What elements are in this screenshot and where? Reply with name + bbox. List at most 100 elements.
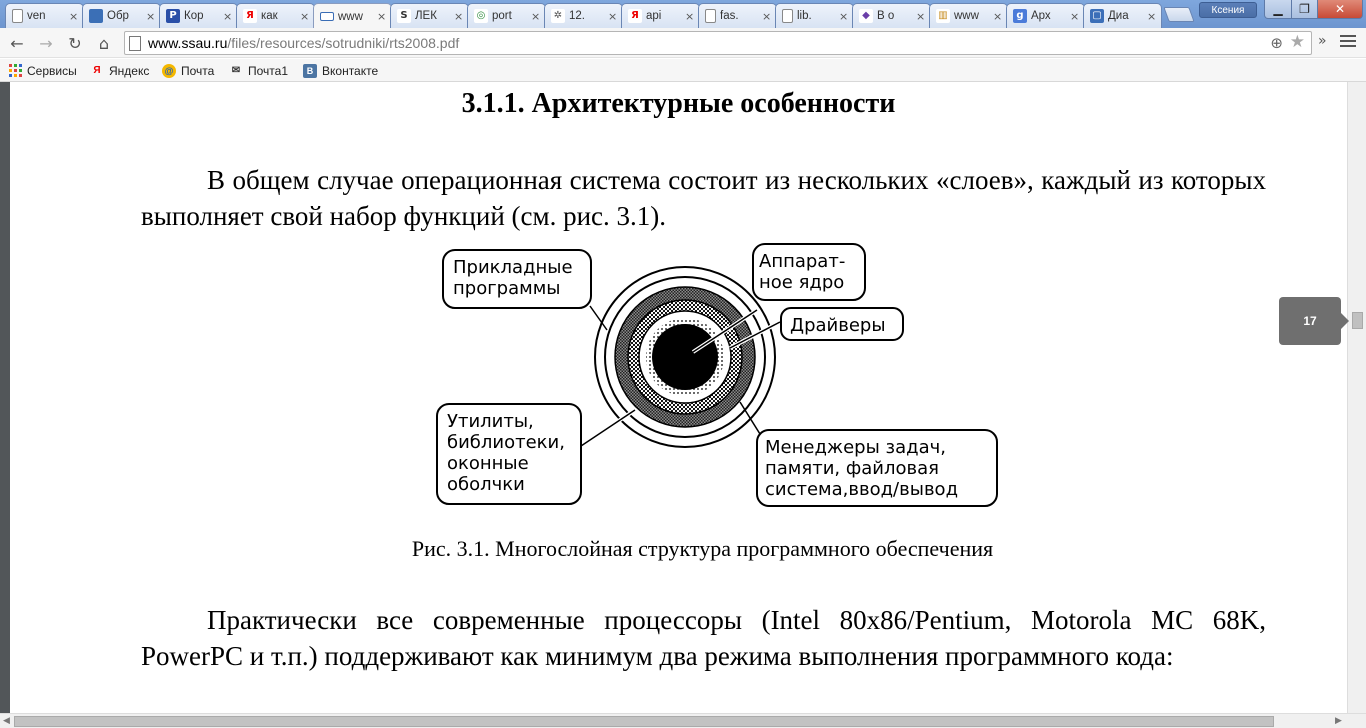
drivers-box bbox=[780, 307, 904, 341]
tab-title: port bbox=[492, 10, 512, 22]
tab-1[interactable]: Обр × bbox=[82, 3, 161, 28]
close-tab-icon[interactable]: × bbox=[146, 9, 156, 23]
applied-programs-box bbox=[442, 249, 592, 309]
zoom-icon[interactable]: ⊕ bbox=[1270, 34, 1283, 52]
tab-7[interactable]: ✲ 12. × bbox=[544, 3, 623, 28]
bookmark-services[interactable]: Сервисы bbox=[8, 62, 77, 79]
kernel-box bbox=[752, 243, 866, 301]
tab-title: 12. bbox=[569, 10, 585, 22]
bookmark-vkontakte[interactable]: B Вконтакте bbox=[303, 62, 378, 79]
page-number: 17 bbox=[1303, 314, 1317, 328]
close-tab-icon[interactable]: × bbox=[993, 9, 1003, 23]
close-tab-icon[interactable]: × bbox=[69, 9, 79, 23]
close-tab-icon[interactable]: × bbox=[1070, 9, 1080, 23]
reload-button[interactable]: ↻ bbox=[64, 32, 86, 54]
yandex-icon: Я bbox=[93, 65, 101, 76]
close-tab-icon[interactable]: × bbox=[300, 9, 310, 23]
tab-title: Обр bbox=[107, 10, 129, 22]
tab-6[interactable]: ◎ port × bbox=[467, 3, 546, 28]
globe-icon: ◎ bbox=[474, 9, 488, 23]
extensions-overflow-icon[interactable]: » bbox=[1318, 33, 1327, 49]
scroll-left-arrow-icon[interactable]: ◀ bbox=[3, 716, 10, 726]
new-tab-button[interactable] bbox=[1163, 7, 1195, 22]
apps-grid-icon bbox=[8, 64, 22, 78]
back-button[interactable]: ← bbox=[6, 32, 28, 54]
tab-title: api bbox=[646, 10, 662, 22]
bookmarks-bar: Сервисы Я Яндекс @Почта ✉Почта1 B Вконтакт… bbox=[0, 59, 1366, 82]
tab-11[interactable]: ◆В о× bbox=[852, 3, 931, 28]
label-utilities-2: библиотеки, bbox=[447, 432, 565, 453]
paragraph-1: В общем случае операционная система сост… bbox=[141, 165, 1266, 231]
chat-icon: ▢ bbox=[1090, 9, 1104, 23]
close-window-button[interactable]: ✕ bbox=[1317, 0, 1363, 19]
document-icon bbox=[12, 9, 23, 23]
close-tab-icon[interactable]: × bbox=[531, 9, 541, 23]
document-icon bbox=[782, 9, 793, 23]
bookmark-star-icon[interactable]: ★ bbox=[1289, 32, 1305, 52]
home-button[interactable]: ⌂ bbox=[93, 32, 115, 54]
yandex-icon: Я bbox=[628, 9, 642, 23]
tab-9[interactable]: fas. × bbox=[698, 3, 777, 28]
tab-title: fas. bbox=[720, 10, 739, 22]
label-managers-2: памяти, файловая bbox=[765, 458, 939, 479]
close-tab-icon[interactable]: × bbox=[377, 10, 387, 23]
scroll-right-arrow-icon[interactable]: ▶ bbox=[1335, 716, 1342, 726]
vk-icon: B bbox=[303, 63, 317, 78]
layered-structure-figure: Прикладные программы Аппарат- ное ядро Д… bbox=[436, 243, 998, 507]
close-tab-icon[interactable]: × bbox=[762, 9, 772, 23]
bookmark-label: Яндекс bbox=[109, 63, 150, 78]
tab-title: Кор bbox=[184, 10, 204, 22]
profile-name: Ксения bbox=[1211, 4, 1245, 16]
close-tab-icon[interactable]: × bbox=[454, 9, 464, 23]
tab-0[interactable]: ven× bbox=[5, 3, 84, 28]
managers-box bbox=[756, 429, 998, 507]
close-tab-icon[interactable]: × bbox=[223, 9, 233, 23]
tab-title: lib. bbox=[797, 10, 812, 22]
tab-4[interactable]: www× bbox=[313, 3, 392, 29]
bookmark-yandex[interactable]: Я Яндекс bbox=[90, 62, 149, 79]
label-kernel-2: ное ядро bbox=[759, 272, 844, 293]
utilities-box bbox=[436, 403, 582, 505]
url-text[interactable]: www.ssau.ru/files/resources/sotrudniki/r… bbox=[148, 35, 459, 51]
bookmark-mail1[interactable]: ✉Почта1 bbox=[229, 62, 288, 79]
minimize-button[interactable]: ▁ bbox=[1264, 0, 1292, 19]
leaf-icon: ✲ bbox=[551, 9, 565, 23]
tab-10[interactable]: lib. × bbox=[775, 3, 854, 28]
url-host: www.ssau.ru bbox=[148, 35, 228, 51]
tab-14[interactable]: ▢ Диа × bbox=[1083, 3, 1162, 28]
horizontal-scroll-thumb[interactable] bbox=[14, 716, 1274, 727]
tab-2[interactable]: P Кор × bbox=[159, 3, 238, 28]
vertical-scrollbar[interactable] bbox=[1347, 82, 1366, 713]
tab-12[interactable]: ▥www× bbox=[929, 3, 1008, 28]
bookmark-label: Почта bbox=[181, 63, 215, 78]
p-icon: P bbox=[166, 9, 180, 23]
forward-button[interactable]: → bbox=[35, 32, 57, 54]
pdf-viewer: 3.1.1. Архитектурные особенности В общем… bbox=[0, 82, 1366, 728]
document-icon bbox=[705, 9, 716, 23]
close-tab-icon[interactable]: × bbox=[685, 9, 695, 23]
close-tab-icon[interactable]: × bbox=[608, 9, 618, 23]
bookmark-mail[interactable]: @Почта bbox=[162, 62, 214, 79]
profile-button[interactable]: Ксения bbox=[1199, 2, 1257, 18]
chart-icon: ▥ bbox=[936, 9, 950, 23]
close-tab-icon[interactable]: × bbox=[916, 9, 926, 23]
horizontal-scrollbar[interactable]: ◀ ▶ bbox=[0, 713, 1366, 728]
reload-icon: ↻ bbox=[68, 33, 82, 53]
label-managers-3: система,ввод/вывод bbox=[765, 479, 958, 500]
close-tab-icon[interactable]: × bbox=[1147, 9, 1157, 23]
s-icon: S bbox=[397, 9, 411, 23]
close-tab-icon[interactable]: × bbox=[839, 9, 849, 23]
label-utilities-3: оконные bbox=[447, 453, 529, 474]
address-bar[interactable]: www.ssau.ru/files/resources/sotrudniki/r… bbox=[124, 31, 1312, 55]
tab-title: Диа bbox=[1108, 10, 1129, 22]
vertical-scroll-thumb[interactable] bbox=[1352, 312, 1363, 329]
maximize-button[interactable]: ❐ bbox=[1291, 0, 1318, 19]
bookmark-label: Вконтакте bbox=[322, 63, 379, 78]
section-heading: 3.1.1. Архитектурные особенности bbox=[461, 88, 896, 119]
chrome-menu-icon[interactable] bbox=[1340, 35, 1356, 49]
